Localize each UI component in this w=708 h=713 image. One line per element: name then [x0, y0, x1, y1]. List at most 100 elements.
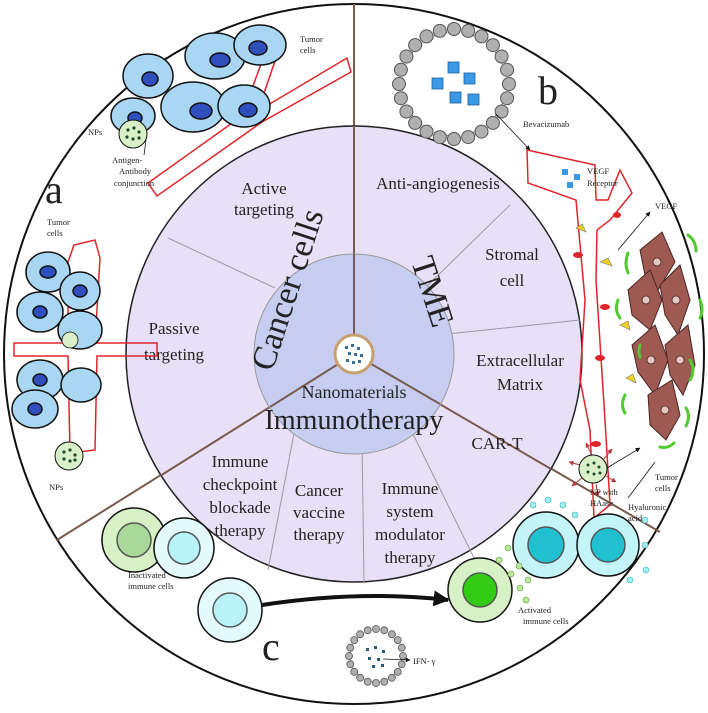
lipid-head	[447, 132, 461, 146]
segment-immune-checkpoint: Immune checkpoint blockade therapy	[203, 452, 278, 540]
lipid-head	[485, 38, 500, 53]
lipid-head	[380, 677, 389, 686]
activation-arrow	[261, 590, 450, 607]
center-nanoparticle	[333, 333, 375, 375]
segment-extracellular-matrix: Extracellular Matrix	[476, 351, 564, 394]
annotation-inactivated-2: immune cells	[128, 581, 174, 591]
svg-text:Cancer: Cancer	[295, 481, 343, 500]
panel-label-a: a	[45, 167, 63, 212]
annotation-hyaluronic-acid-1: Hyaluronic	[628, 502, 666, 512]
immunotherapy-label: Immunotherapy	[265, 405, 444, 436]
lipid-head	[485, 115, 500, 130]
liposome-bevacizumab	[392, 22, 516, 146]
ring-segment-lines	[167, 204, 581, 583]
np-with-haase	[568, 442, 617, 497]
lipid-head	[346, 643, 355, 652]
annotation-nps-top: NPs	[88, 127, 102, 137]
lipid-head	[399, 104, 414, 119]
lipid-head	[393, 91, 408, 106]
svg-text:Active: Active	[241, 179, 286, 198]
lipid-head	[500, 62, 515, 77]
lipid-head	[372, 625, 380, 633]
vegf-receptors	[573, 212, 621, 447]
lipid-head	[345, 652, 353, 660]
svg-text:Passive: Passive	[149, 319, 200, 338]
lipid-head	[419, 29, 434, 44]
svg-text:targeting: targeting	[234, 200, 295, 219]
lipid-head	[393, 636, 402, 644]
svg-text:CAR-T: CAR-T	[472, 434, 524, 453]
svg-text:modulator: modulator	[375, 525, 445, 544]
cytokine-dots	[495, 544, 532, 604]
lipid-head	[432, 23, 447, 38]
lipid-head	[397, 660, 406, 669]
blood-vessel-top	[146, 51, 352, 198]
segment-passive-targeting: Passive targeting	[144, 319, 205, 364]
ifn-gamma-nanoparticle	[345, 625, 407, 687]
annotation-vegf-receptor-2: Receptor	[587, 178, 618, 188]
annotation-inactivated-1: Inactivated	[128, 570, 167, 580]
svg-text:Immune: Immune	[212, 452, 269, 471]
annotation-tumor-cells-top-2: cells	[300, 45, 316, 55]
annotation-activated-2: immune cells	[523, 616, 569, 626]
lipid-head	[461, 130, 476, 145]
blood-vessel-right	[526, 149, 633, 520]
lipid-head	[393, 668, 402, 676]
lipid-head	[350, 668, 359, 676]
svg-text:Matrix: Matrix	[497, 375, 544, 394]
lipid-head	[346, 660, 355, 669]
svg-text:therapy: therapy	[385, 548, 436, 567]
annotation-tumor-cells-right-2: cells	[655, 483, 671, 493]
annotation-tumor-cells-right-1: Tumor	[655, 472, 678, 482]
panel-label-b: b	[538, 68, 558, 113]
lipid-head	[356, 673, 365, 682]
annotation-hyaluronic-acid-2: acid	[628, 513, 643, 523]
annotation-tumor-cells-top-1: Tumor	[300, 34, 323, 44]
lipid-head	[447, 22, 461, 36]
annotation-ifn-gamma: IFN- γ	[413, 656, 436, 666]
lipid-head	[372, 679, 380, 687]
lipid-head	[380, 626, 389, 635]
annotation-antigen-antibody: Antigen- Antibody conjunction	[112, 155, 155, 188]
svg-text:Stromal: Stromal	[485, 245, 539, 264]
annotation-bevacizumab: Bevacizumab	[523, 119, 569, 129]
svg-text:Extracellular: Extracellular	[476, 351, 564, 370]
lipid-head	[474, 124, 489, 139]
lipid-head	[392, 77, 406, 91]
activated-immune-cells	[447, 511, 640, 623]
lipid-head	[356, 630, 365, 639]
svg-text:Anti-angiogenesis: Anti-angiogenesis	[376, 174, 500, 193]
stromal-tumor-cells	[627, 231, 696, 441]
segment-cancer-vaccine: Cancer vaccine therapy	[293, 481, 345, 544]
lipid-head	[399, 49, 414, 64]
nanoparticle-top	[118, 119, 148, 149]
svg-text:system: system	[386, 502, 433, 521]
cytokine-dots-cyan	[529, 496, 650, 584]
annotation-nps-left: NPs	[49, 482, 63, 492]
segment-car-t: CAR-T	[472, 434, 524, 453]
lipid-head	[500, 91, 515, 106]
tumor-cells-left	[11, 251, 103, 429]
svg-text:Immune: Immune	[382, 479, 439, 498]
annotation-tumor-cells-left-2: cells	[47, 228, 63, 238]
annotation-vegf-receptor-1: VEGF	[587, 166, 609, 176]
svg-text:Antibody: Antibody	[119, 166, 152, 176]
svg-text:therapy: therapy	[215, 521, 266, 540]
segment-active-targeting: Active targeting	[234, 179, 295, 219]
lipid-head	[393, 62, 408, 77]
annotation-vegf: VEGF	[655, 201, 677, 211]
lipid-head	[397, 643, 406, 652]
lipid-head	[502, 77, 516, 91]
lipid-head	[474, 29, 489, 44]
segment-immune-system-modulator: Immune system modulator therapy	[375, 479, 445, 567]
svg-text:checkpoint: checkpoint	[203, 475, 278, 494]
lipid-head	[363, 677, 372, 686]
lipid-head	[494, 49, 509, 64]
annotation-tumor-cells-left-1: Tumor	[47, 217, 70, 227]
lipid-head	[408, 38, 423, 53]
lipid-head	[432, 130, 447, 145]
lipid-head	[461, 23, 476, 38]
segment-anti-angiogenesis: Anti-angiogenesis	[376, 174, 500, 193]
svg-text:conjunction: conjunction	[114, 178, 155, 188]
